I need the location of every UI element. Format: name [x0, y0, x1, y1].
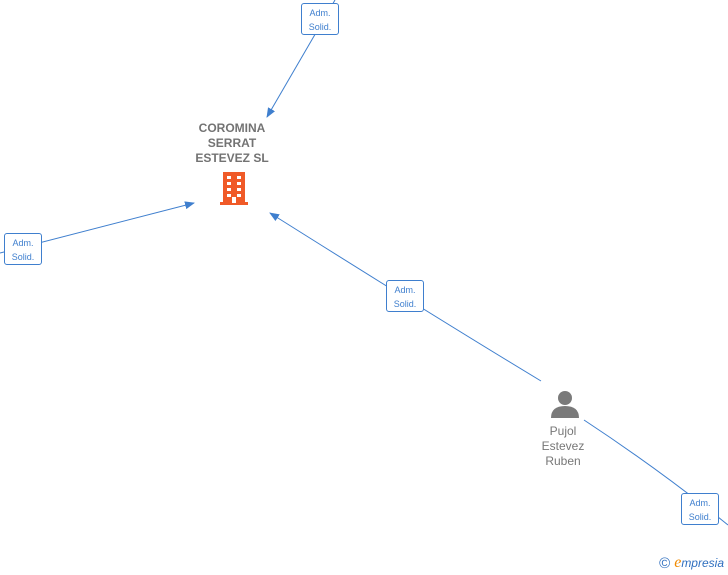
footer-brand[interactable]: © e mpresia: [659, 554, 724, 572]
person-name[interactable]: Pujol Estevez Ruben: [541, 424, 585, 468]
brand-logo-initial: e: [674, 554, 682, 571]
relation-label[interactable]: Adm. Solid.: [301, 3, 339, 35]
relation-label[interactable]: Adm. Solid.: [386, 280, 424, 312]
brand-name: mpresia: [681, 556, 724, 570]
relation-label[interactable]: Adm. Solid.: [4, 233, 42, 265]
person-icon[interactable]: [549, 389, 581, 419]
company-name[interactable]: COROMINA SERRAT ESTEVEZ SL: [195, 121, 269, 165]
copyright-icon: ©: [659, 554, 671, 572]
building-icon[interactable]: [218, 171, 250, 205]
relation-label[interactable]: Adm. Solid.: [681, 493, 719, 525]
